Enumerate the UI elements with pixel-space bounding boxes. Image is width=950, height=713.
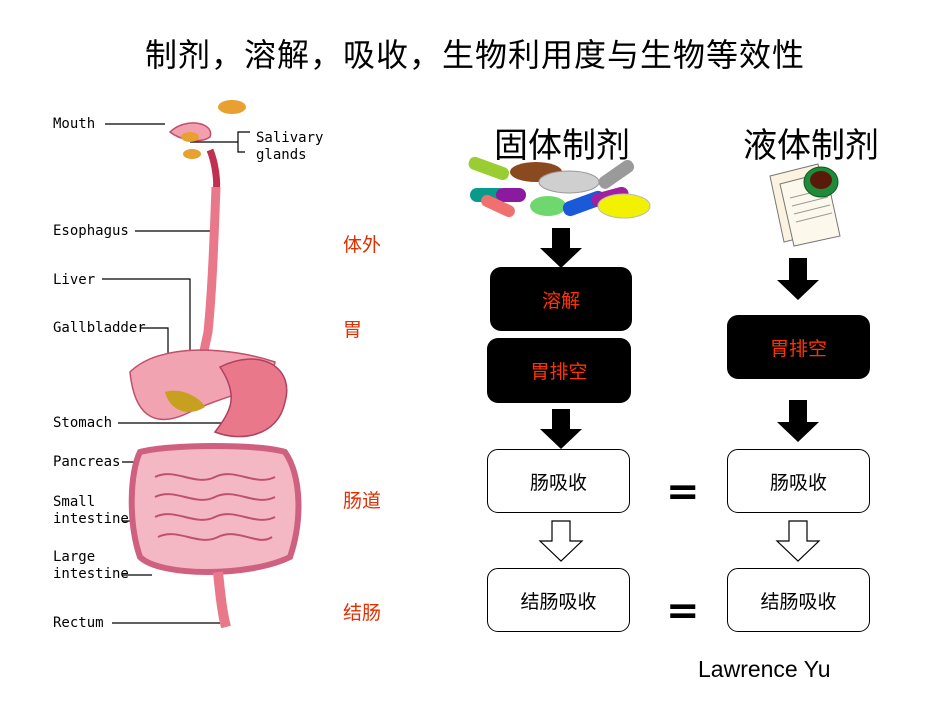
label-gallbladder: Gallbladder — [53, 320, 146, 336]
equals-sign-colon: = — [666, 588, 700, 634]
label-small-intestine: Small intestine — [53, 494, 129, 527]
region-intestine: 肠道 — [343, 490, 382, 512]
cup-and-papers-icon — [769, 163, 841, 247]
label-pancreas: Pancreas — [53, 454, 121, 470]
label-mouth: Mouth — [53, 116, 96, 132]
digestive-system-drawing — [102, 100, 302, 629]
solid-hollow-arrow — [538, 520, 584, 562]
solid-dosage-heading: 固体制剂 — [494, 126, 630, 166]
label-salivary-glands: Salivary glands — [256, 130, 324, 163]
liquid-hollow-arrow — [775, 520, 821, 562]
liquid-arrow-2 — [777, 400, 819, 442]
digestive-system-illustration: Mouth Salivary glands Esophagus Liver Ga… — [40, 92, 340, 652]
region-outside-body: 体外 — [343, 234, 382, 256]
solid-gastric-emptying-box: 胃排空 — [487, 338, 631, 403]
solid-intestinal-absorption-box: 肠吸收 — [487, 449, 630, 513]
pills-icon — [468, 156, 651, 219]
label-large-intestine: Large intestine — [53, 549, 129, 582]
equals-sign-intestine: = — [666, 469, 700, 515]
liquid-gastric-emptying-box: 胃排空 — [727, 315, 870, 379]
solid-arrow-1 — [540, 228, 582, 268]
liquid-dosage-heading: 液体制剂 — [743, 126, 879, 166]
region-stomach: 胃 — [343, 319, 363, 341]
label-stomach: Stomach — [53, 415, 113, 431]
liquid-arrow-1 — [777, 258, 819, 300]
liquid-colon-absorption-box: 结肠吸收 — [727, 568, 870, 632]
page-title: 制剂，溶解，吸收，生物利用度与生物等效性 — [144, 36, 805, 74]
region-colon: 结肠 — [343, 602, 382, 624]
solid-arrow-2 — [540, 409, 582, 449]
label-rectum: Rectum — [53, 615, 104, 631]
liquid-intestinal-absorption-box: 肠吸收 — [727, 449, 870, 513]
solid-dissolution-box: 溶解 — [490, 267, 632, 331]
author-credit: Lawrence Yu — [698, 656, 831, 682]
solid-colon-absorption-box: 结肠吸收 — [487, 568, 630, 632]
label-esophagus: Esophagus — [53, 223, 129, 239]
label-liver: Liver — [53, 272, 96, 288]
